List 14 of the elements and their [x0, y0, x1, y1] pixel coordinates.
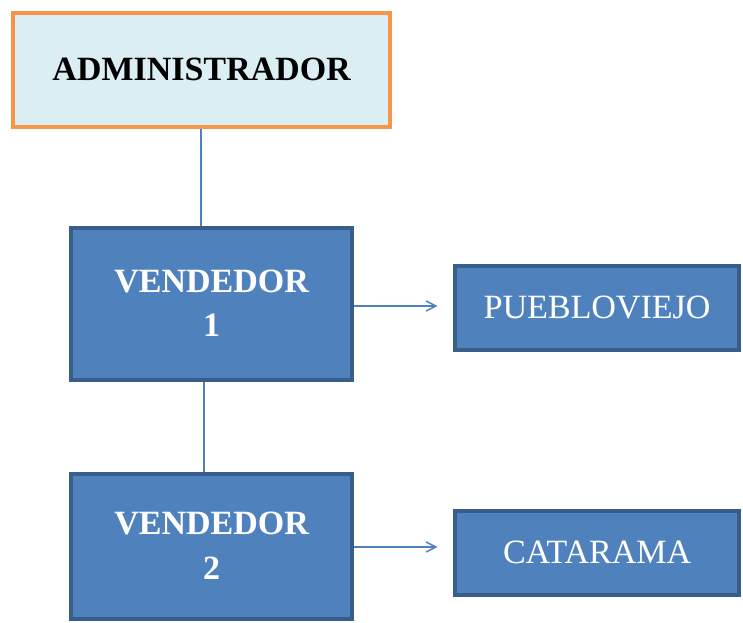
- arrow: [354, 541, 437, 553]
- box-label: CATARAMA: [502, 532, 692, 573]
- role-box: [11, 11, 392, 129]
- connector-line: [200, 129, 202, 226]
- location-box: [453, 264, 741, 352]
- seller-box: [69, 472, 354, 621]
- location-box: [453, 509, 741, 597]
- box-label: PUEBLOVIEJO: [484, 288, 710, 328]
- box-label: ADMINISTRADOR: [52, 50, 351, 90]
- box-label: VENDEDOR 1: [114, 262, 309, 346]
- arrow: [354, 300, 437, 312]
- box-label: VENDEDOR 2: [114, 504, 309, 588]
- seller-box: [69, 226, 354, 382]
- connector-line: [203, 382, 205, 472]
